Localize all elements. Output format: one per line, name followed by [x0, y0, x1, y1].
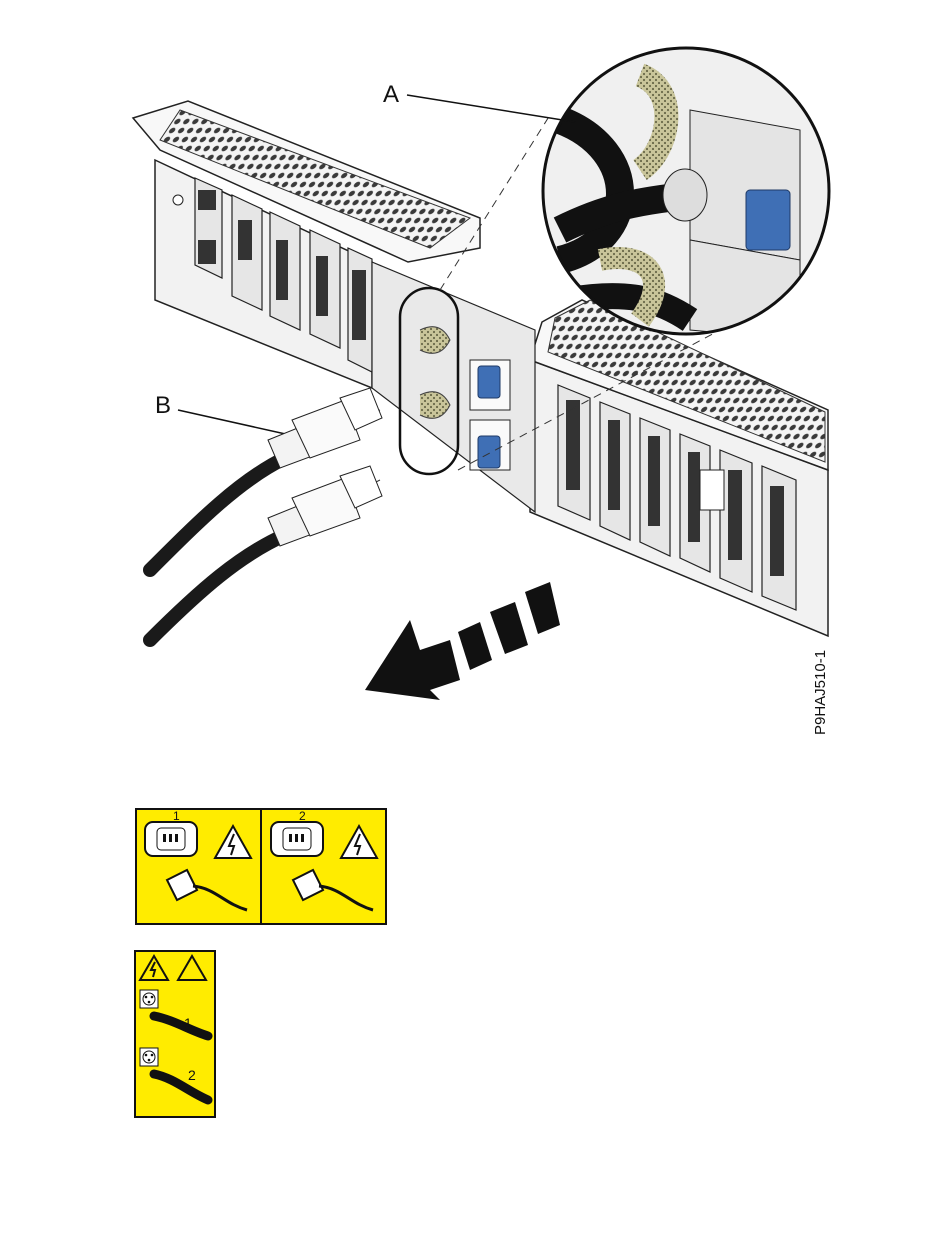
power-supply-latch-1 — [478, 366, 500, 398]
outlet-1-number: 1 — [173, 809, 180, 823]
power-outlet-icon — [145, 822, 197, 856]
outlet-2-number: 2 — [299, 809, 306, 823]
callout-a-label: A — [383, 81, 399, 108]
magnified-view — [540, 45, 840, 345]
power-outlet-icon — [140, 990, 158, 1008]
cord-2-number: 2 — [188, 1067, 196, 1083]
power-cord-2 — [150, 466, 382, 640]
dc-power-warning-label: 1 2 — [134, 950, 216, 1118]
power-outlet-icon — [140, 1048, 158, 1066]
power-supply-bay — [372, 262, 535, 512]
power-supply-latch-2 — [478, 436, 500, 468]
figure-id: P9HAJ510-1 — [812, 650, 829, 735]
cord-1-number: 1 — [184, 1015, 192, 1031]
callout-b-label: B — [155, 392, 171, 419]
power-outlet-icon — [271, 822, 323, 856]
pull-direction-arrow — [365, 582, 560, 700]
ac-power-warning-label: 1 2 — [135, 808, 387, 925]
magnified-latch — [746, 190, 790, 250]
right-server-chassis — [530, 300, 828, 636]
